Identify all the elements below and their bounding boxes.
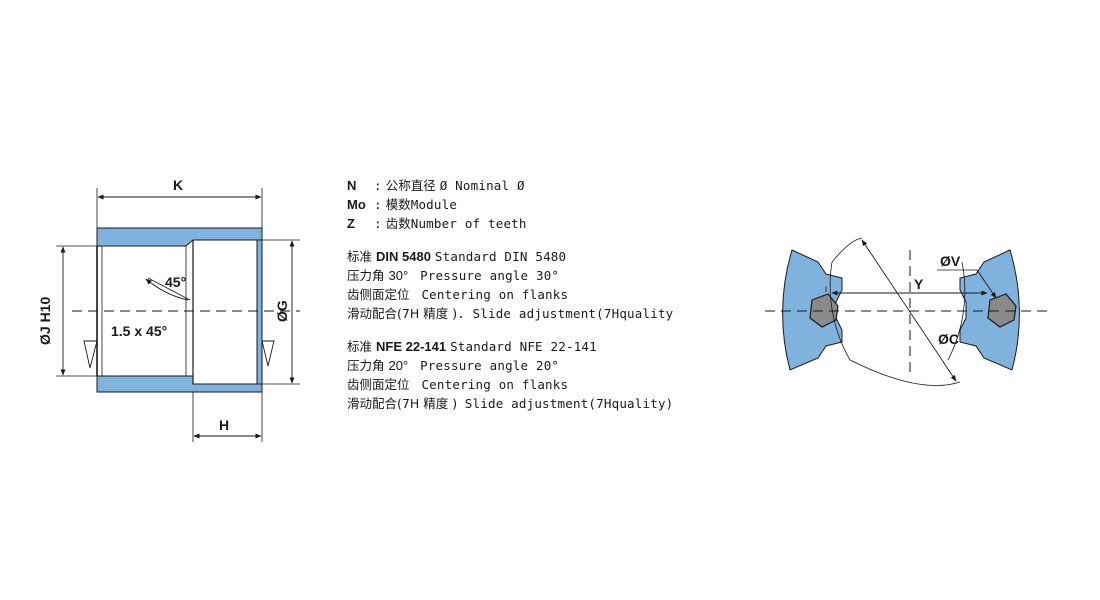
c-dimension-line [861, 239, 957, 382]
bushing-top-wall [96, 227, 263, 247]
k-label: K [173, 177, 183, 193]
spline-measure-view: Y ØV ØC [765, 237, 1050, 386]
din-slide-fit: 滑动配合(7H 精度 ). Slide adjustment(7Hquality [347, 306, 674, 321]
chamfer-label: 1.5 x 45° [111, 323, 167, 339]
legend-symbol: Mo [347, 197, 366, 212]
din-pressure-angle: 压力角 30° Pressure angle 30° [347, 268, 560, 283]
bushing-section: K ØJ H10 ØG H 45° 1.5 x 45° [37, 177, 300, 442]
g-label: ØG [274, 300, 290, 322]
din-centering: 齿侧面定位 Centering on flanks [347, 287, 569, 302]
nfe-pressure-angle: 压力角 20° Pressure angle 20° [347, 358, 560, 373]
legend-def-module: Mo: 模数Module [347, 197, 458, 212]
nfe-slide-fit: 滑动配合(7H 精度 ) Slide adjustment(7Hquality) [347, 396, 674, 411]
j-label: ØJ H10 [37, 297, 53, 345]
bushing-bottom-wall [96, 375, 263, 393]
nfe-centering: 齿侧面定位 Centering on flanks [347, 377, 569, 392]
legend-def-nominal: N: 公称直径 Ø Nominal Ø [347, 178, 525, 193]
nfe-standard-title: 标准 NFE 22-141 Standard NFE 22-141 [347, 339, 597, 354]
legend-def-teeth: Z: 齿数Number of teeth [347, 216, 527, 231]
bushing-end-face [256, 239, 263, 385]
spec-legend: N: 公称直径 Ø Nominal Ø Mo: 模数Module Z: 齿数Nu… [347, 176, 747, 413]
legend-symbol: Z [347, 216, 355, 231]
c-label: ØC [938, 331, 959, 347]
legend-symbol: N [347, 178, 357, 193]
angle-label: 45° [165, 274, 186, 290]
right-measuring-pin [987, 293, 1017, 328]
v-leader-line [976, 269, 997, 299]
v-label: ØV [940, 253, 961, 269]
din-standard-title: 标准 DIN 5480 Standard DIN 5480 [347, 249, 567, 264]
y-label: Y [914, 276, 924, 292]
h-label: H [219, 417, 229, 433]
